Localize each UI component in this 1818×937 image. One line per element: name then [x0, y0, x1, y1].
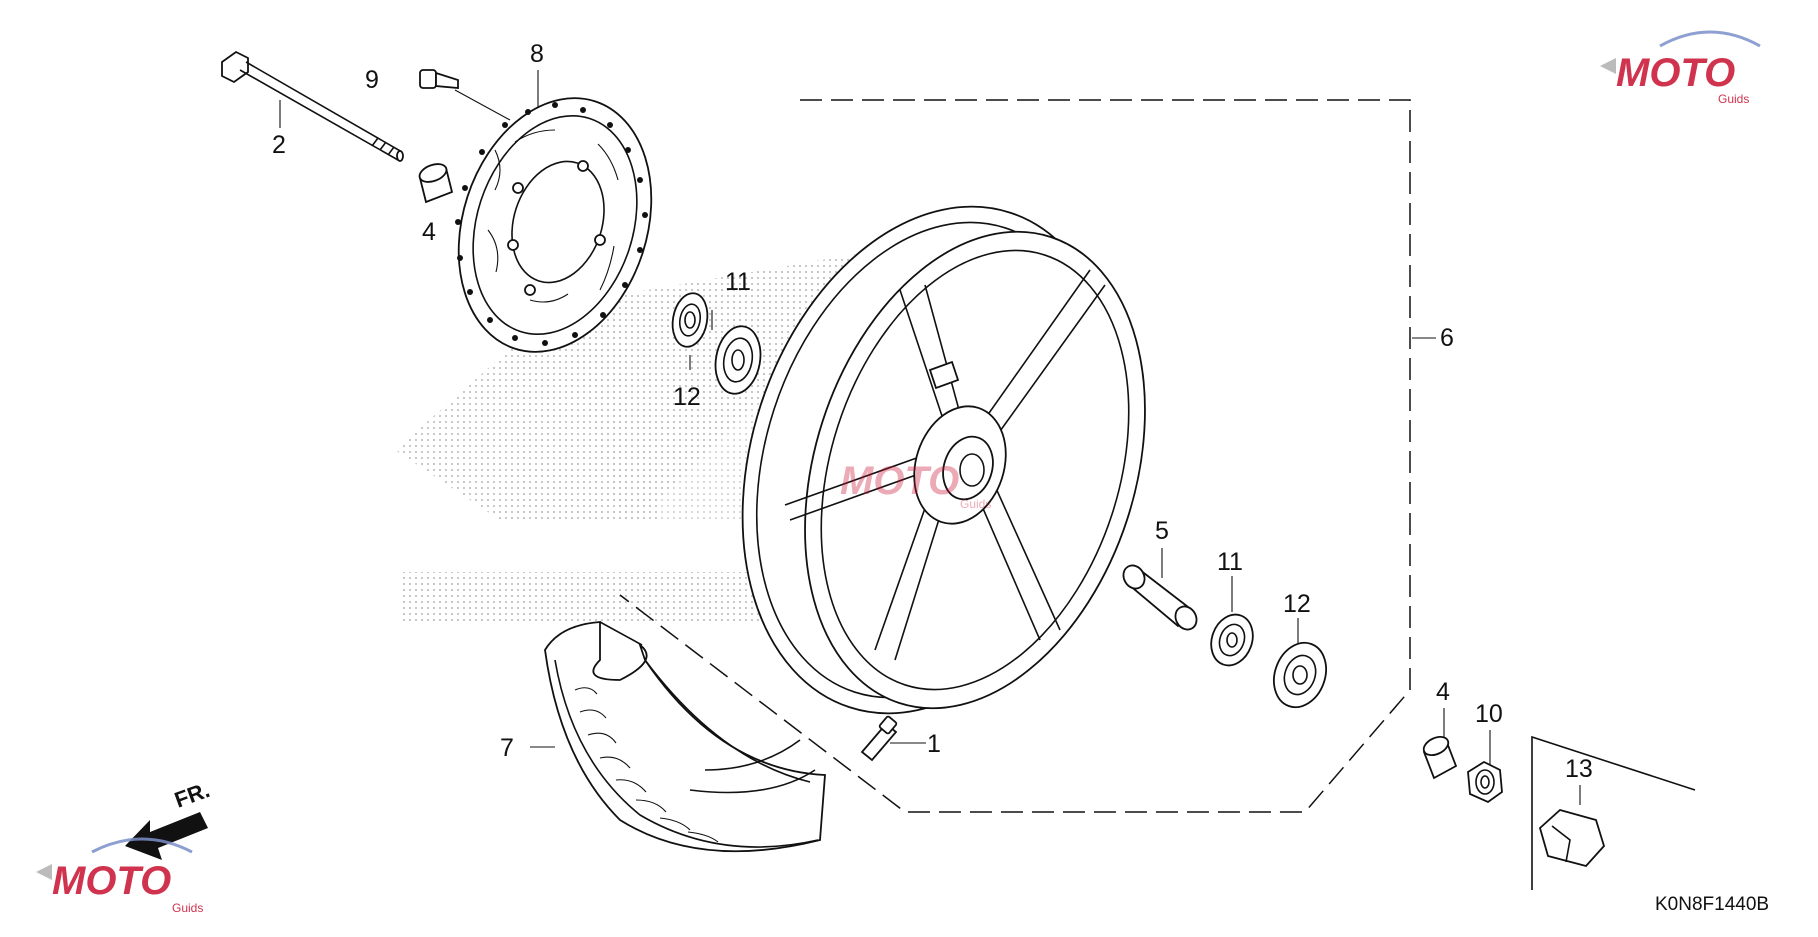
watermark-sub: Guids [960, 497, 991, 511]
collar-right [1422, 736, 1458, 780]
wheel-assembly-boundary [619, 99, 1411, 813]
callout-12: 12 [673, 383, 701, 411]
axle-bolt [221, 50, 404, 162]
brake-disc [455, 97, 653, 353]
bearing-right-11 [1210, 613, 1254, 667]
watermark-brand: MOTO [52, 859, 171, 903]
callout-8: 8 [530, 40, 544, 68]
callout-11: 11 [1217, 548, 1243, 576]
accessory-frame [1531, 735, 1696, 890]
watermark-brand: MOTO [1616, 51, 1735, 95]
callout-2: 2 [272, 131, 286, 159]
watermark-sub: Guids [172, 901, 203, 915]
tire [544, 621, 826, 853]
watermark-sub: Guids [1718, 92, 1749, 106]
front-direction-arrow: FR. [125, 777, 213, 860]
bearing-left-12 [671, 292, 709, 348]
callout-4: 4 [1436, 678, 1450, 706]
cast-wheel [741, 205, 1146, 715]
watermark-bottom-left: MOTO Guids [36, 837, 203, 915]
callout-4: 4 [422, 218, 436, 246]
callout-6: 6 [1440, 324, 1454, 352]
collar-left [418, 163, 454, 204]
callout-10: 10 [1475, 700, 1503, 728]
callout-7: 7 [500, 734, 514, 762]
watermark-brand: MOTO [840, 459, 959, 503]
axle-cap [1538, 809, 1606, 868]
callout-1: 1 [927, 730, 941, 758]
bearing-right-12 [1273, 641, 1327, 709]
callout-11: 11 [725, 268, 751, 296]
callout-labels: 1 2 4 4 5 6 7 8 9 10 11 11 12 12 13 [272, 40, 1593, 783]
axle-nut [1467, 760, 1503, 804]
drawing-code: K0N8F1440B [1655, 894, 1769, 915]
callout-9: 9 [365, 66, 379, 94]
callout-13: 13 [1565, 755, 1593, 783]
disc-bolt [419, 69, 459, 89]
watermark-top-right: MOTO Guids [1600, 30, 1761, 106]
direction-label: FR. [171, 777, 213, 813]
callout-12: 12 [1283, 590, 1311, 618]
bearing-left-11 [714, 325, 762, 395]
callout-5: 5 [1155, 517, 1169, 545]
watermark-center: MOTO Guids [840, 459, 991, 511]
tire-valve [860, 715, 898, 762]
distance-collar [1122, 564, 1198, 631]
